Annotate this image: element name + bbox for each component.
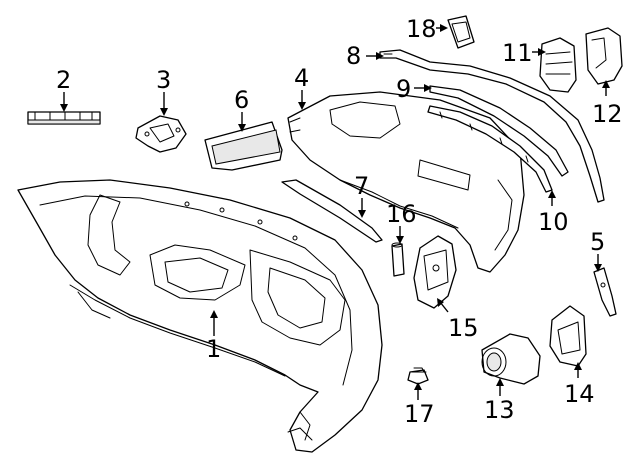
callout-3: 3 [156, 66, 171, 94]
arrowhead-6 [238, 124, 246, 132]
part-3-mounting-bracket [135, 115, 187, 153]
part-10-lower-moulding [427, 105, 553, 193]
part-4-lower-diffuser [287, 91, 525, 273]
arrowhead-18 [440, 24, 448, 32]
arrowhead-16 [396, 236, 404, 244]
callout-15: 15 [448, 314, 479, 342]
part-7-trim-strip [281, 179, 383, 243]
part-15-bracket-assembly [413, 235, 457, 309]
callout-16: 16 [386, 200, 417, 228]
arrowhead-13 [496, 378, 504, 386]
part-11-sensor-bracket [539, 37, 577, 93]
arrowhead-12 [602, 80, 610, 88]
callout-4: 4 [294, 64, 309, 92]
arrowhead-5 [594, 264, 602, 272]
arrowhead-14 [574, 362, 582, 370]
arrowhead-9 [424, 84, 432, 92]
callout-1: 1 [206, 335, 221, 363]
arrowhead-8 [376, 52, 384, 60]
arrowhead-10 [548, 190, 556, 198]
callout-6: 6 [234, 86, 249, 114]
arrowhead-4 [298, 102, 306, 110]
arrowhead-3 [160, 108, 168, 116]
callout-14: 14 [564, 380, 595, 408]
part-8-upper-moulding [379, 49, 605, 203]
part-6-reflector [204, 121, 283, 171]
part-14-side-bracket [549, 305, 587, 367]
arrowhead-1 [210, 310, 218, 318]
callout-9: 9 [396, 75, 411, 103]
arrowhead-2 [60, 104, 68, 112]
callout-18: 18 [406, 15, 437, 43]
part-2-bracket [27, 111, 101, 125]
arrowhead-15 [437, 298, 444, 307]
part-12-cover-cap [585, 27, 623, 85]
part-1-bumper-cover [17, 179, 383, 453]
part-9-inner-trim [429, 85, 569, 177]
callout-12: 12 [592, 100, 623, 128]
callout-13: 13 [484, 396, 515, 424]
part-16-foam-block [391, 242, 405, 277]
part-18-plate-bracket [447, 15, 475, 49]
callout-11: 11 [502, 39, 533, 67]
callout-10: 10 [538, 208, 569, 236]
callout-2: 2 [56, 66, 71, 94]
part-5-clip [593, 267, 617, 317]
part-17-fastener [407, 367, 429, 385]
arrowhead-7 [358, 210, 366, 218]
callout-17: 17 [404, 400, 435, 428]
callout-7: 7 [354, 172, 369, 200]
callout-5: 5 [590, 228, 605, 256]
callout-8: 8 [346, 42, 361, 70]
arrowhead-11 [538, 48, 546, 56]
part-13-air-duct [481, 333, 541, 385]
arrowhead-17 [414, 382, 422, 390]
